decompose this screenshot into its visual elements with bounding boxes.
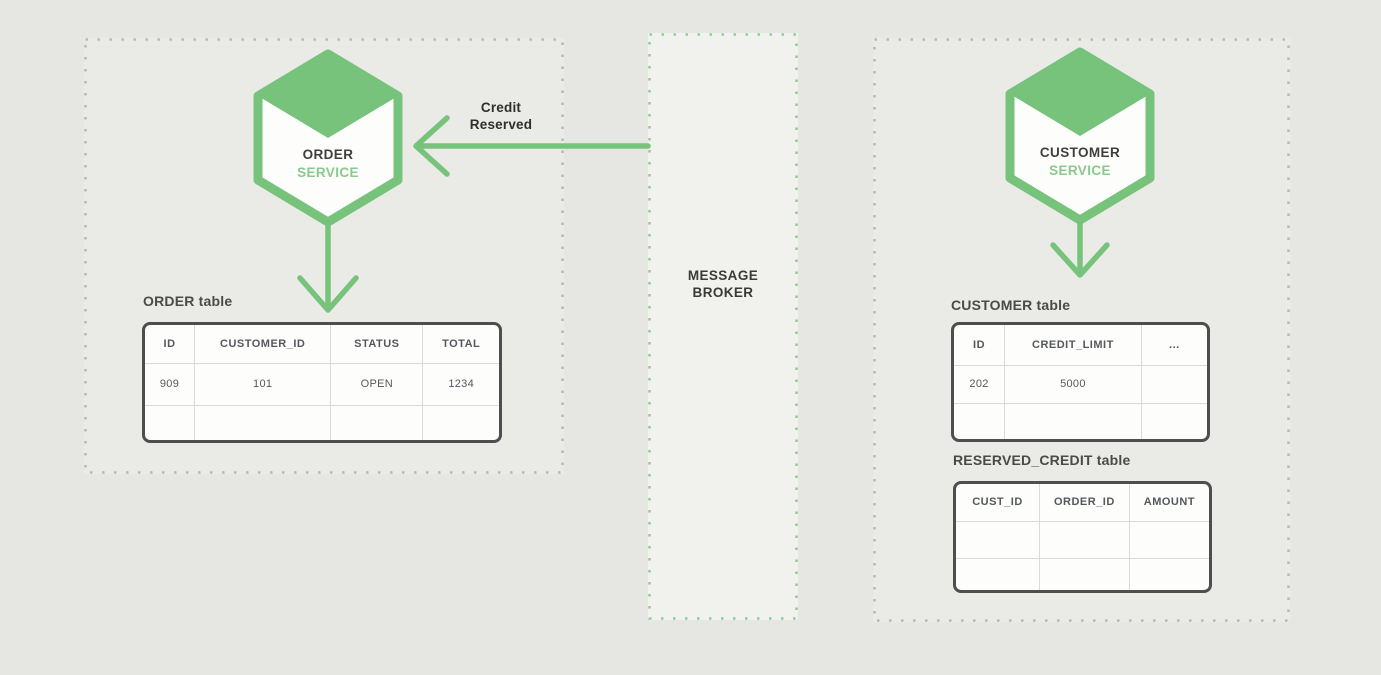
customer-service-hexagon-icon — [1005, 47, 1155, 225]
order-table-row — [145, 404, 499, 440]
reserved-credit-table: CUST_ID ORDER_ID AMOUNT — [953, 481, 1212, 593]
table-cell — [1128, 520, 1209, 559]
reserved-credit-row — [956, 520, 1209, 559]
dotted-border — [873, 38, 1290, 622]
table-cell: 909 — [145, 362, 196, 406]
customer-table-header-row: ID CREDIT_LIMIT ... — [954, 325, 1207, 366]
customer-service-label: CUSTOMER SERVICE — [1000, 144, 1160, 180]
column-header: CUST_ID — [956, 484, 1040, 522]
customer-table: ID CREDIT_LIMIT ... 202 5000 — [951, 322, 1210, 442]
table-cell: 202 — [954, 364, 1006, 404]
service-suffix: SERVICE — [297, 165, 359, 180]
table-cell: 101 — [194, 362, 332, 406]
reserved-credit-row — [956, 557, 1209, 590]
message-broker-region — [648, 33, 798, 620]
service-suffix: SERVICE — [1049, 163, 1111, 178]
broker-line1: MESSAGE — [687, 268, 759, 283]
broker-line2: BROKER — [692, 285, 754, 300]
table-cell — [1140, 402, 1207, 439]
table-cell — [330, 404, 424, 440]
column-header: ID — [145, 325, 196, 364]
table-cell — [1128, 557, 1209, 590]
message-line2: Reserved — [469, 116, 533, 132]
reserved-credit-header-row: CUST_ID ORDER_ID AMOUNT — [956, 484, 1209, 522]
table-cell — [956, 557, 1040, 590]
order-table-title: ORDER table — [143, 293, 233, 309]
table-cell: 5000 — [1004, 364, 1142, 404]
customer-table-title: CUSTOMER table — [951, 297, 1071, 313]
table-cell — [1140, 364, 1207, 404]
order-table: ID CUSTOMER_ID STATUS TOTAL 909 101 OPEN… — [142, 322, 502, 443]
column-header: ... — [1140, 325, 1207, 366]
table-cell: 1234 — [422, 362, 499, 406]
order-table-row: 909 101 OPEN 1234 — [145, 362, 499, 406]
table-cell — [145, 404, 196, 440]
service-name: CUSTOMER — [1039, 145, 1121, 160]
order-table-header-row: ID CUSTOMER_ID STATUS TOTAL — [145, 325, 499, 364]
column-header: ORDER_ID — [1038, 484, 1130, 522]
column-header: CUSTOMER_ID — [194, 325, 332, 364]
table-cell — [422, 404, 499, 440]
order-service-hexagon-icon — [253, 49, 403, 227]
table-cell — [194, 404, 332, 440]
column-header: TOTAL — [422, 325, 499, 364]
customer-table-row — [954, 402, 1207, 439]
column-header: AMOUNT — [1128, 484, 1209, 522]
message-broker-label: MESSAGE BROKER — [648, 267, 798, 301]
table-cell — [1038, 520, 1130, 559]
table-cell: OPEN — [330, 362, 424, 406]
table-cell — [956, 520, 1040, 559]
table-cell — [954, 402, 1006, 439]
message-line1: Credit — [480, 100, 522, 115]
order-service-label: ORDER SERVICE — [248, 146, 408, 182]
table-cell — [1038, 557, 1130, 590]
customer-table-row: 202 5000 — [954, 364, 1207, 404]
column-header: STATUS — [330, 325, 424, 364]
column-header: ID — [954, 325, 1006, 366]
service-name: ORDER — [302, 147, 354, 162]
credit-reserved-label: Credit Reserved — [426, 100, 576, 133]
column-header: CREDIT_LIMIT — [1004, 325, 1142, 366]
dotted-border — [648, 33, 798, 620]
table-cell — [1004, 402, 1142, 439]
reserved-credit-table-title: RESERVED_CREDIT table — [953, 452, 1131, 468]
